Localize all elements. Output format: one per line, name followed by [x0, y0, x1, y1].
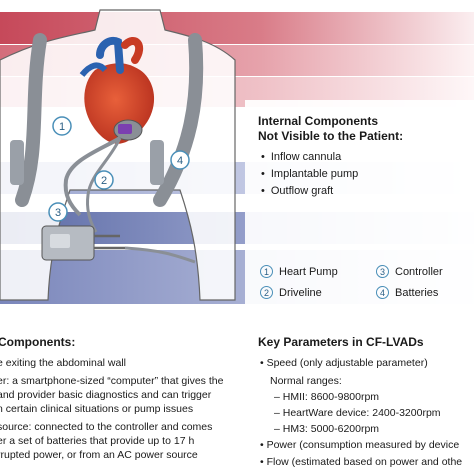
text-line: er a set of batteries that provide up to… [0, 435, 195, 447]
legend-heart-pump: 1 Heart Pump [260, 265, 338, 278]
text-line: – HMII: 8600-9800rpm [274, 391, 380, 403]
battery-right [150, 140, 164, 185]
text-line: n certain clinical situations or pump is… [0, 403, 194, 415]
text-line: and provider basic diagnostics and can t… [0, 389, 212, 401]
svg-text:2: 2 [101, 175, 107, 187]
callout-2: 2 [94, 170, 114, 190]
internal-components-list: Inflow cannula Implantable pump Outflow … [261, 149, 358, 200]
list-item: Outflow graft [261, 183, 358, 200]
lvad-illustration: 1 2 3 4 [0, 9, 474, 305]
legend-driveline: 2 Driveline [260, 286, 322, 299]
text-line: • Flow (estimated based on power and oth… [260, 456, 463, 468]
text-line: • Power (consumption measured by device [260, 439, 460, 451]
text-line: rrupted power, or from an AC power sourc… [0, 449, 198, 461]
driveline [63, 136, 122, 217]
text-line: • Speed (only adjustable parameter) [260, 357, 428, 369]
diagram-figure: 1 2 3 4 [0, 9, 474, 305]
callout-3: 3 [48, 202, 68, 222]
list-item: Inflow cannula [261, 149, 358, 166]
callout-1: 1 [52, 116, 72, 136]
legend-number: 4 [376, 286, 389, 299]
legend-batteries: 4 Batteries [376, 286, 438, 299]
callout-4: 4 [170, 150, 190, 170]
list-item: Implantable pump [261, 166, 358, 183]
legend-controller: 3 Controller [376, 265, 443, 278]
legend-number: 2 [260, 286, 273, 299]
battery-left [10, 140, 24, 185]
svg-text:4: 4 [177, 155, 183, 167]
text-line: – HeartWare device: 2400-3200rpm [274, 407, 441, 419]
harness-strap-left [15, 33, 47, 207]
section-title: Components: [0, 335, 76, 349]
legend-number: 3 [376, 265, 389, 278]
text-line: e exiting the abdominal wall [0, 357, 126, 369]
internal-components-title: Internal Components Not Visible to the P… [258, 114, 404, 143]
external-components-section: Components: e exiting the abdominal wall… [0, 335, 238, 474]
svg-text:1: 1 [59, 121, 65, 133]
harness-strap-right [153, 33, 204, 207]
text-line: Normal ranges: [270, 375, 342, 387]
text-line: source: connected to the controller and … [0, 421, 213, 433]
legend-number: 1 [260, 265, 273, 278]
key-parameters-section: Key Parameters in CF-LVADs • Speed (only… [258, 335, 474, 474]
text-line: er: a smartphone-sized “computer” that g… [0, 375, 224, 387]
svg-text:3: 3 [55, 207, 61, 219]
section-title: Key Parameters in CF-LVADs [258, 335, 424, 349]
text-line: – HM3: 5000-6200rpm [274, 423, 380, 435]
